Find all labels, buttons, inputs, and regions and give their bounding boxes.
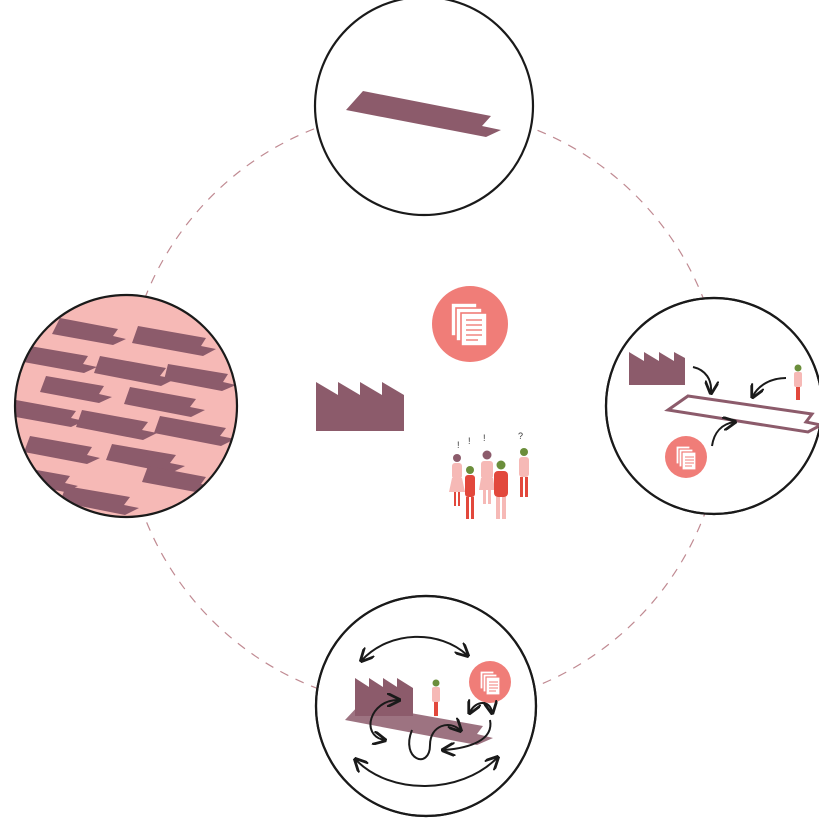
land-plots-pattern — [15, 318, 236, 515]
factory-icon — [629, 352, 685, 385]
person-figure — [449, 454, 465, 506]
document-stack-icon — [469, 661, 511, 703]
land-plot-shape — [346, 91, 501, 137]
person-icon — [432, 679, 440, 716]
land-plot-outline — [664, 394, 819, 434]
bottom-stage-circle — [314, 594, 538, 818]
person-figure — [519, 448, 529, 497]
right-stage-circle — [604, 296, 819, 516]
person-figure — [465, 466, 475, 519]
exclamation-mark: ! — [457, 440, 460, 450]
exclamation-mark: ! — [468, 436, 471, 446]
document-stack-icon — [432, 286, 508, 362]
people-group-icon: ! ! ! ? — [449, 431, 529, 519]
person-figure — [479, 450, 495, 504]
factory-icon — [316, 382, 404, 431]
question-mark: ? — [518, 431, 523, 441]
cycle-arrows-icon — [356, 635, 497, 787]
exclamation-mark: ! — [483, 433, 486, 443]
person-figure — [494, 460, 508, 519]
left-stage-circle — [13, 293, 239, 519]
person-icon — [794, 364, 802, 400]
flow-arrows — [692, 366, 787, 447]
document-stack-icon — [665, 436, 707, 478]
top-stage-circle — [313, 0, 535, 217]
factory-icon — [355, 678, 413, 716]
